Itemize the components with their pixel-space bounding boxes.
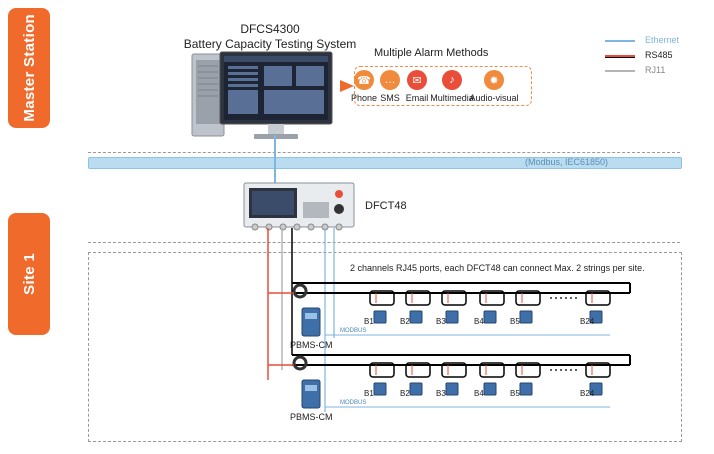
battery-loop [441,290,467,306]
alarm-item-label: Audio-visual [469,93,519,103]
legend-rj11-label: RJ11 [645,65,666,75]
battery-sensor [483,382,497,396]
pbms-module [301,307,321,337]
alarm-light-icon: ✸ [484,70,504,90]
system-name: Battery Capacity Testing System [183,37,357,51]
alarm-item-audio-visual: ✸ Audio-visual [464,70,524,103]
battery-loop [405,362,431,378]
alarm-item-label: Email [405,93,429,103]
system-model: DFCS4300 [240,22,300,36]
battery-sensor [409,310,423,324]
top-separator [88,152,680,153]
battery-sensor [589,382,603,396]
battery-loop [369,290,395,306]
master-station-tab: Master Station [8,8,50,128]
battery-loop [479,290,505,306]
battery-sensor [373,382,387,396]
legend-ethernet-label: Ethernet [645,35,680,45]
site-1-tab: Site 1 [8,213,50,335]
alarm-title: Multiple Alarm Methods [374,47,489,59]
speaker-icon: ♪ [442,70,462,90]
battery-sensor [445,382,459,396]
site-frame [88,252,682,442]
battery-sensor [589,310,603,324]
battery-sensor [409,382,423,396]
battery-loop [441,362,467,378]
alarm-item-sms: … SMS [360,70,420,103]
alarm-item-label: Multimedia [430,93,474,103]
battery-label: B2 [400,317,410,326]
battery-label: B24 [580,389,595,398]
battery-label: B1 [364,389,374,398]
legend-rj11-line [605,70,635,72]
alarm-item-email: ✉ Email [387,70,447,103]
pbms-module [301,379,321,409]
battery-loop [405,290,431,306]
dfct48-device [243,182,355,231]
current-sensor-icon [292,355,308,371]
phone-icon: ☎ [354,70,374,90]
battery-sensor [519,310,533,324]
battery-loop [515,290,541,306]
battery-sensor [373,310,387,324]
network-bus [88,157,682,169]
modbus-label: MODBUS [340,328,367,334]
battery-label: B5 [510,317,520,326]
alarm-item-multimedia: ♪ Multimedia [422,70,482,103]
battery-loop [369,362,395,378]
site-separator [88,242,680,243]
workstation-illustration [191,51,333,139]
battery-label: B3 [436,389,446,398]
modbus-label: MODBUS [340,400,367,406]
alarm-item-label: Phone [350,93,378,103]
pbms-label: PBMS-CM [290,340,333,350]
pbms-label: PBMS-CM [290,412,333,422]
battery-sensor [519,382,533,396]
legend-rs485-label: RS485 [645,50,673,60]
battery-loop [479,362,505,378]
battery-sensor [483,310,497,324]
battery-label: B3 [436,317,446,326]
battery-loop [585,362,611,378]
battery-loop [515,362,541,378]
current-sensor-icon [292,283,308,299]
sms-icon: … [380,70,400,90]
alarm-methods-box [354,66,532,106]
battery-loop [585,290,611,306]
arrow-icon [340,80,354,92]
battery-label: B4 [474,317,484,326]
bus-label: (Modbus, IEC61850) [525,157,609,167]
battery-label: B2 [400,389,410,398]
device-label: DFCT48 [365,200,407,212]
battery-label: B5 [510,389,520,398]
battery-label: B24 [580,317,595,326]
battery-label: B4 [474,389,484,398]
system-title: DFCS4300 Battery Capacity Testing System [180,22,360,52]
channel-note: 2 channels RJ45 ports, each DFCT48 can c… [350,263,645,273]
legend-ethernet-line [605,40,635,42]
battery-label: B1 [364,317,374,326]
legend-rs485-line [605,55,635,58]
alarm-item-label: SMS [380,93,400,103]
battery-sensor [445,310,459,324]
pbms-display [305,385,317,391]
pbms-display [305,313,317,319]
ethernet-link [274,135,276,183]
email-icon: ✉ [407,70,427,90]
alarm-item-phone: ☎ Phone [334,70,394,103]
